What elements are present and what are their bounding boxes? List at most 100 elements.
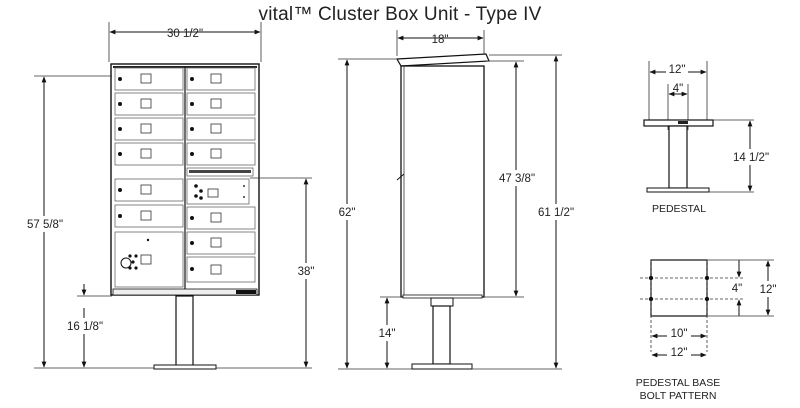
bolt-hole-icon [648,275,654,281]
master-lock-icon [120,257,132,269]
mail-door [186,92,256,116]
door-lock-icon [190,267,194,271]
door-lock-icon [118,127,122,131]
door-number-plate [210,123,222,134]
outgoing-mail-slot [189,170,251,173]
side-pedestal-post [432,305,451,365]
mail-door [114,67,184,91]
panel-rivet [199,189,203,193]
front-right-doors [186,67,256,283]
door-number-plate [140,123,152,134]
base-plate-outline [650,259,708,317]
door-lock-icon [190,77,194,81]
door-number-plate [140,98,152,109]
bolt-caption-line2: BOLT PATTERN [640,390,717,402]
bolt-spacing-v-label: 4" [732,283,742,295]
ped-plate-label [678,121,688,124]
side-cabinet [400,65,485,298]
bolt-height-label: 12" [760,284,777,296]
side-front-height-label: 47 3/8" [499,173,535,185]
bolt-hole-icon [648,296,654,302]
side-pedestal-cap [430,297,454,307]
door-number-plate [140,210,152,221]
label-backdrop [755,281,781,297]
door-number-plate [210,212,222,223]
label-backdrop [25,216,67,232]
bolt-pattern-view: 4" 12" 10" 12" PEDESTAL BASE BOLT PATTER… [636,259,781,402]
page-title: vital™ Cluster Box Unit - Type IV [258,4,542,25]
panel-rivet [194,184,198,188]
label-backdrop [667,326,691,340]
bolt-width-label: 12" [671,347,688,359]
door-number-plate [210,148,222,159]
pedestal-caption: PEDESTAL [652,203,706,215]
front-base-height-label: 16 1/8" [67,321,103,333]
outgoing-panel [186,178,250,205]
door-lock-icon [118,152,122,156]
door-lock-icon [190,216,194,220]
lock-rivet [131,260,135,264]
door-lock-icon [190,241,194,245]
panel-rivet [194,194,198,198]
front-pedestal-post [175,295,194,367]
mail-door [186,117,256,141]
label-backdrop [64,318,106,334]
front-cabinet-nameplate [236,290,256,294]
front-pedestal-base [153,364,217,370]
lock-rivet [134,254,138,258]
side-depth-label: 18" [432,34,449,46]
mail-door [186,206,256,230]
mail-door [186,142,256,166]
mail-door [114,117,184,141]
side-sloped-roof [395,53,490,67]
mail-door [186,231,256,255]
bolt-spacing-h-label: 10" [671,328,688,340]
mail-door [114,142,184,166]
panel-screw [243,196,245,198]
ped-height-label: 14 1/2" [733,152,769,164]
front-width-label: 30 1/2" [167,28,203,40]
mail-door [114,178,184,202]
mail-door [186,256,256,283]
bolt-hole-icon [704,296,710,302]
ped-width-label: 12" [669,64,686,76]
mail-door [186,67,256,91]
front-total-height-label: 57 5/8" [27,219,63,231]
label-backdrop [666,62,688,76]
door-lock-icon [118,102,122,106]
label-backdrop [496,170,538,186]
front-cabinet-bottom-trim [112,288,258,296]
door-number-plate [140,254,152,265]
panel-plate [207,188,219,198]
parcel-locker-door [114,231,184,288]
door-number-plate [140,73,152,84]
door-number-plate [210,237,222,248]
door-lock-icon [190,152,194,156]
label-backdrop [667,345,691,359]
front-cabinet-top-trim [113,66,257,68]
door-lock-icon [118,188,122,192]
lock-rivet [128,254,132,258]
door-lock-icon [118,214,122,218]
locker-indicator [146,238,150,242]
side-view: 18" 62" 14" [333,30,578,370]
bolt-caption-line1: PEDESTAL BASE [636,377,721,389]
side-pedestal-base [411,363,473,370]
door-number-plate [140,184,152,195]
front-view: 30 1/2" [25,22,318,370]
ped-base-plate [646,187,710,193]
label-backdrop [333,204,361,220]
panel-rivet [199,196,203,200]
label-backdrop [294,263,318,279]
door-lock-icon [118,77,122,81]
pedestal-view: 12" 4" 14 1/2" PEDESTAL [643,61,771,215]
label-backdrop [536,204,578,220]
lock-rivet [128,266,132,270]
mail-door [114,92,184,116]
ped-inner-width-label: 4" [673,83,683,95]
label-backdrop [373,325,401,341]
mail-door [114,204,184,228]
door-number-plate [210,264,222,275]
